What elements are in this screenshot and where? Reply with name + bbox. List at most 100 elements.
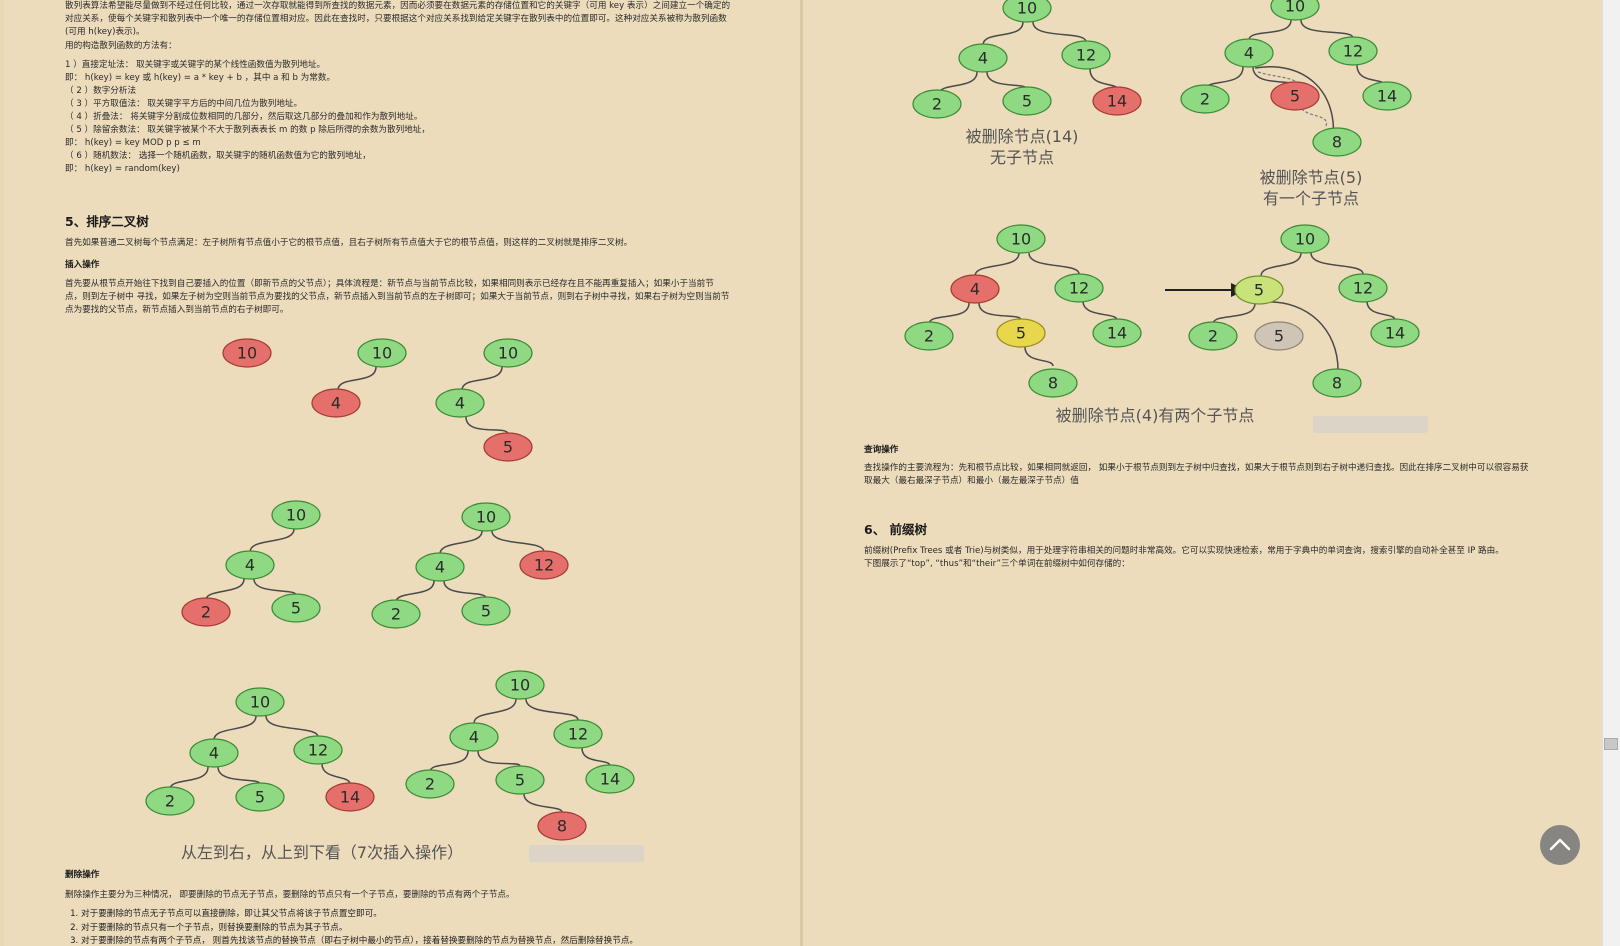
tree-node-label: 4 [978, 49, 988, 68]
insert-tree-4: 10 4 2 5 [181, 500, 321, 627]
tree-node-label: 4 [435, 558, 445, 577]
transform-arrow [1165, 283, 1246, 297]
delete-heading: 删除操作 [65, 870, 100, 880]
caption-no-child-1: 被删除节点(14) [966, 127, 1079, 146]
tree-node [311, 388, 361, 418]
tree-node [271, 593, 321, 623]
trie-text-line: 前缀树(Prefix Trees 或者 Trie)与树类似，用于处理字符串相关的… [864, 546, 1504, 556]
tree-edge [443, 580, 487, 599]
tree-node [271, 500, 321, 530]
search-text-line: 取最大（最右最深子节点）和最小（最左最深子节点）值 [864, 476, 1079, 486]
tree-node [1362, 81, 1412, 111]
tree-node [1312, 368, 1362, 398]
tree-node-label: 4 [209, 744, 219, 763]
tree-node [537, 811, 587, 841]
tree-edge [986, 71, 1028, 90]
tree-node-label: 8 [1332, 133, 1342, 152]
tree-node-label: 8 [1048, 374, 1058, 393]
scroll-thumb[interactable] [1604, 738, 1618, 750]
tree-edge [337, 366, 377, 391]
tree-node-label: 10 [476, 508, 496, 527]
replace-path [1257, 71, 1328, 129]
tree-edge [253, 578, 297, 596]
tree-edge [1264, 301, 1339, 371]
tree-node [1338, 273, 1388, 303]
tree-node-label: 12 [1343, 42, 1363, 61]
tree-node-label: 2 [391, 605, 401, 624]
tree-node-label: 8 [557, 817, 567, 836]
tree-node-label: 10 [498, 344, 518, 363]
hash-method: （ 4 ）折叠法： 将关键字分割成位数相同的几部分，然后取这几部分的叠加和作为散… [65, 112, 423, 122]
hash-method: 即： h(key) = key 或 h(key) = a * key + b ，… [65, 73, 336, 83]
list-item: 对于要删除的节点只有一个子节点，则替换要删除的节点为其子节点。 [81, 922, 638, 936]
caption-two-children: 被删除节点(4)有两个子节点 [1056, 406, 1255, 425]
tree-edge [1254, 66, 1335, 141]
tree-node [435, 388, 485, 418]
tree-edge [928, 302, 970, 325]
list-item: 对于要删除的节点无子节点可以直接删除，即让其父节点将该子节点置空即可。 [81, 908, 638, 922]
hash-method: （ 5 ）除留余数法： 取关键字被某个不大于散列表表长 m 的数 p 除后所得的… [65, 125, 430, 135]
tree-node [996, 224, 1046, 254]
tree-edge [213, 715, 257, 741]
delete-tree-one-child: 10 4 12 2 5 14 8 被删除节点(5) 有一个子节点 [1180, 0, 1412, 208]
tree-node-label: 12 [534, 556, 554, 575]
tree-node-label: 2 [924, 327, 934, 346]
bst-intro: 首先如果普通二叉树每个节点满足：左子树所有节点值小于它的根节点值，且右子树所有节… [65, 238, 633, 248]
tree-node [483, 338, 533, 368]
tree-node-label: 5 [291, 599, 301, 618]
tree-node-label: 4 [970, 280, 980, 299]
tree-edge [439, 530, 483, 555]
tree-node [1180, 84, 1230, 114]
tree-node [225, 550, 275, 580]
tree-node-label: 5 [255, 788, 265, 807]
tree-node [950, 274, 1000, 304]
tree-node-label: 10 [237, 344, 257, 363]
tree-edge [169, 766, 209, 790]
tree-node-label: 12 [1076, 46, 1096, 65]
tree-node-label: 10 [1011, 230, 1031, 249]
tree-node [415, 552, 465, 582]
tree-node [1002, 0, 1052, 23]
tree-edge [473, 698, 517, 724]
tree-node [1054, 273, 1104, 303]
delete-intro: 删除操作主要分为三种情况， 即要删除的节点无子节点，要删除的节点只有一个子节点，… [65, 890, 515, 900]
tree-node [181, 597, 231, 627]
tree-edge [581, 747, 611, 767]
tree-edge [1212, 302, 1256, 325]
search-heading: 查询操作 [864, 445, 899, 455]
tree-node-label: 10 [1295, 230, 1315, 249]
insertion-diagram: 10 10 4 10 4 5 10 4 2 5 [145, 338, 644, 862]
tree-edge [1260, 252, 1302, 277]
tree-node-label: 8 [1332, 374, 1342, 393]
tree-node-label: 5 [1274, 327, 1284, 346]
tree-edge [321, 763, 351, 785]
tree-edge [1310, 252, 1364, 275]
tree-edge [249, 528, 295, 553]
tree-node [1234, 275, 1284, 305]
tree-edge [974, 252, 1020, 277]
tree-edge [265, 715, 319, 738]
page-divider [800, 0, 803, 946]
delete-tree-two-children-after: 10 5 12 2 5 14 8 [1188, 224, 1420, 398]
bst-heading: 5、排序二叉树 [65, 214, 149, 229]
hash-method: 即： h(key) = random(key) [65, 164, 180, 174]
left-page: 散列表算法希望能尽量做到不经过任何比较，通过一次存取就能得到所查找的数据元素，因… [4, 0, 800, 946]
tree-node [1002, 86, 1052, 116]
tree-edge [465, 416, 509, 435]
tree-node-label: 4 [1244, 44, 1254, 63]
tree-node [1270, 0, 1320, 21]
back-to-top-button[interactable] [1540, 825, 1580, 865]
tree-edge [1024, 346, 1054, 367]
watermark [1313, 416, 1428, 433]
hash-method: 即： h(key) = key MOD p p ≤ m [65, 138, 201, 148]
tree-edge [1248, 19, 1292, 41]
insert-tree-1: 10 [222, 338, 272, 368]
watermark [529, 845, 644, 862]
scrollbar[interactable] [1602, 0, 1620, 946]
tree-node [1092, 86, 1142, 116]
tree-node [1061, 40, 1111, 70]
tree-node [461, 596, 511, 626]
delete-list: 对于要删除的节点无子节点可以直接删除，即让其父节点将该子节点置空即可。 对于要删… [63, 908, 638, 946]
tree-node [585, 764, 635, 794]
tree-edge [461, 366, 503, 391]
